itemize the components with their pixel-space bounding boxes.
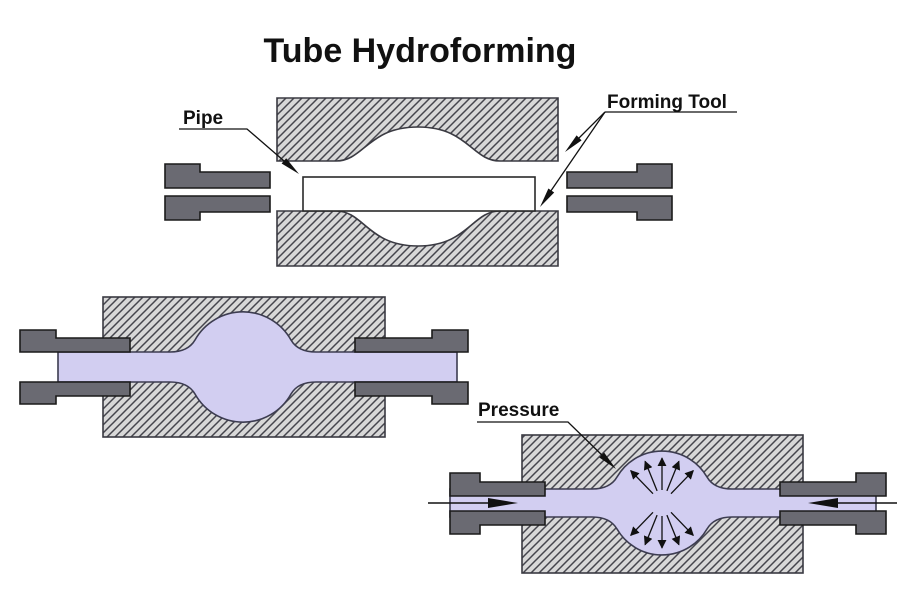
right-seal-punch — [354, 329, 469, 405]
pressure-leader-arrowhead — [599, 452, 616, 469]
right-feed-punch-lower-bar — [779, 510, 887, 535]
right-feed-punch-upper-bar — [779, 472, 887, 497]
left-feed-punch-lower-bar — [449, 510, 546, 535]
pressure-arrow-up-left-outer — [630, 469, 654, 495]
right-feed-arrowhead — [808, 498, 838, 508]
right-punch-lower-bar — [566, 195, 673, 221]
page-title: Tube Hydroforming — [264, 32, 577, 70]
left-seal-punch-lower-bar — [19, 381, 131, 405]
pressure-arrow-down-right-inner — [666, 514, 681, 546]
radial-pressure-arrows — [630, 457, 694, 549]
pipe-callout: Pipe — [179, 108, 299, 174]
pipe-leader-arrowhead — [281, 158, 299, 174]
left-feed-punch — [449, 472, 546, 535]
forming-tool-leader-lower — [545, 111, 606, 199]
pressure-callout: Pressure — [477, 400, 616, 469]
pressure-leader-line — [477, 421, 607, 460]
left-seal-punch — [19, 329, 131, 405]
pipe-label: Pipe — [183, 108, 223, 129]
closed-die-stage — [19, 296, 469, 438]
left-feed-punch-upper-bar — [449, 472, 546, 497]
left-feed-arrowhead — [488, 498, 518, 508]
left-punch — [164, 163, 271, 221]
pressure-arrow-up-right-inner — [666, 460, 681, 492]
pressure-arrow-down-left-outer — [630, 511, 654, 537]
right-seal-punch-lower-bar — [354, 381, 469, 405]
left-seal-punch-upper-bar — [19, 329, 131, 353]
pressure-arrow-up-right-outer — [670, 469, 694, 495]
axial-feed-arrows — [428, 498, 897, 508]
pressure-stage: Pressure — [428, 400, 897, 574]
upper-die — [276, 97, 559, 162]
pressure-label: Pressure — [478, 400, 559, 421]
pipe-leader-line — [179, 128, 292, 168]
lower-die — [276, 210, 559, 267]
pipe-workpiece — [302, 176, 536, 212]
right-feed-punch — [779, 472, 887, 535]
pressure-arrow-down-left-inner — [643, 514, 658, 546]
pressure-arrow-down-right-outer — [670, 511, 694, 537]
right-seal-punch-upper-bar — [354, 329, 469, 353]
forming-tool-arrowhead-upper — [565, 135, 582, 152]
forming-tool-arrowhead-lower — [540, 188, 555, 207]
forming-tool-label: Forming Tool — [607, 92, 727, 113]
right-punch — [566, 163, 673, 221]
pressure-arrow-up-left-inner — [643, 460, 658, 492]
left-punch-lower-bar — [164, 195, 271, 221]
open-die-stage: Pipe Forming Tool — [164, 92, 737, 267]
left-punch-upper-bar — [164, 163, 271, 189]
right-punch-upper-bar — [566, 163, 673, 189]
forming-tool-callout: Forming Tool — [540, 92, 737, 207]
